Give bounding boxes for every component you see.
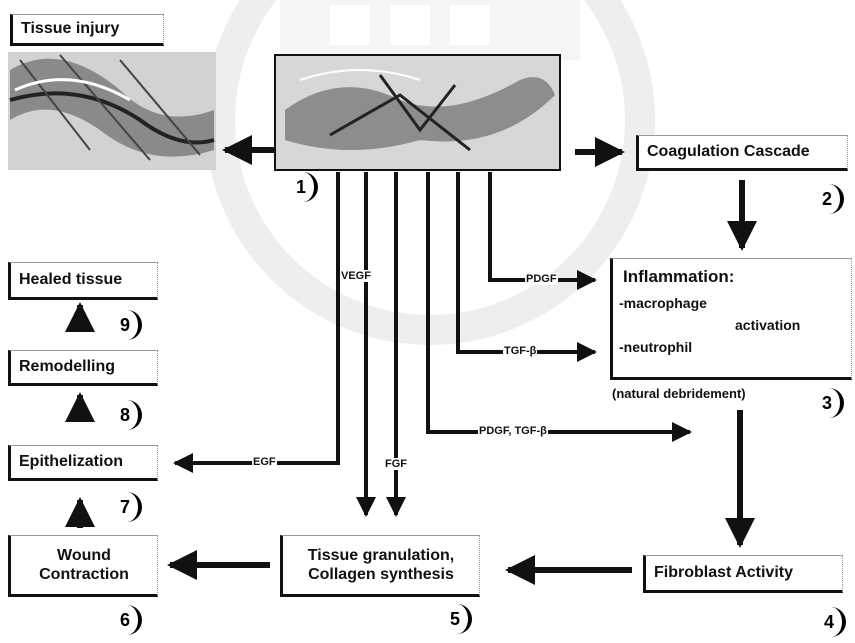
vegf-label: VEGF <box>340 270 372 282</box>
step-1: 1 <box>284 170 318 204</box>
step-7: 7 <box>108 490 142 524</box>
step-6: 6 <box>108 603 142 637</box>
pdgf-label: PDGF <box>525 273 558 285</box>
granulation-line2: Collagen synthesis <box>308 565 454 584</box>
neutrophil-label: -neutrophil <box>619 339 692 355</box>
healed-tissue-box: Healed tissue <box>8 262 158 300</box>
step-4: 4 <box>812 605 846 639</box>
inflammation-box: Inflammation: -macrophage -neutrophil ac… <box>610 258 852 380</box>
pdgf-tgfb-label: PDGF, TGF-β <box>478 425 548 437</box>
step-3: 3 <box>810 386 844 420</box>
contraction-line2: Contraction <box>39 565 129 584</box>
step-9: 9 <box>108 308 142 342</box>
inflammation-title: Inflammation: <box>623 267 734 287</box>
macrophage-label: -macrophage <box>619 295 707 311</box>
remodelling-box: Remodelling <box>8 350 158 386</box>
step-8: 8 <box>108 398 142 432</box>
tissue-injury-illustration <box>8 52 216 170</box>
tgfb-label: TGF-β <box>503 345 537 357</box>
debridement-label: (natural debridement) <box>612 386 746 401</box>
coagulation-cascade-box: Coagulation Cascade <box>636 135 848 171</box>
tissue-granulation-box: Tissue granulation, Collagen synthesis <box>280 535 480 597</box>
wound-contraction-box: Wound Contraction <box>8 535 158 597</box>
fgf-label: FGF <box>384 458 408 470</box>
contraction-line1: Wound <box>57 546 111 565</box>
tissue-injury-label: Tissue injury <box>10 14 164 46</box>
granulation-line1: Tissue granulation, <box>308 546 454 565</box>
egf-label: EGF <box>252 456 277 468</box>
activation-label: activation <box>735 317 800 333</box>
fibroblast-activity-box: Fibroblast Activity <box>643 555 843 593</box>
step-5: 5 <box>438 602 472 636</box>
step-2: 2 <box>810 182 844 216</box>
clot-illustration <box>275 55 560 170</box>
epithelization-box: Epithelization <box>8 445 158 481</box>
